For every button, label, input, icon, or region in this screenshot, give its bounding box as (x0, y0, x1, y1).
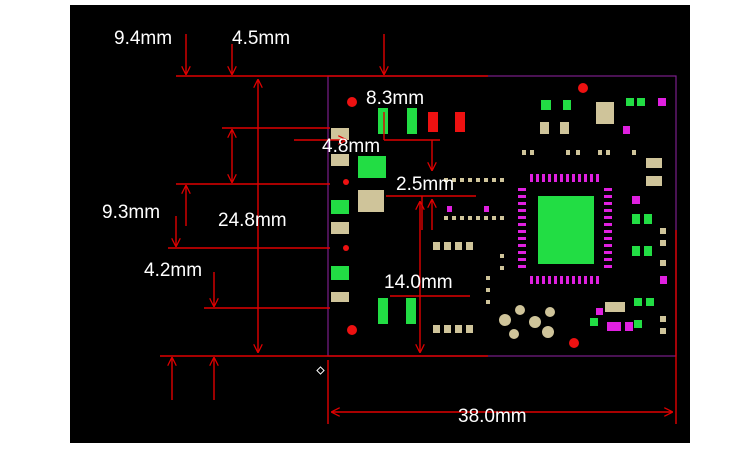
ic-pin-row-bottom (530, 276, 599, 284)
drawing-canvas (70, 5, 690, 443)
component-footprints (331, 83, 667, 348)
dim-label-9-4: 9.4mm (114, 28, 172, 49)
dimension-labels: 9.4mm 4.5mm 8.3mm 4.8mm 2.5mm 9.3mm 24.8… (102, 28, 527, 427)
dim-label-14-0: 14.0mm (384, 272, 453, 293)
ic-pin-col-right (604, 188, 612, 268)
dim-label-9-3: 9.3mm (102, 202, 160, 223)
ic-pin-col-left (518, 188, 526, 268)
origin-marker (316, 366, 325, 375)
ic-pin-row-top (530, 174, 599, 182)
dim-label-38-0: 38.0mm (458, 406, 527, 427)
dim-label-4-5: 4.5mm (232, 28, 290, 49)
dim-label-4-2: 4.2mm (144, 260, 202, 281)
dimension-lines (160, 34, 677, 424)
dim-label-4-8: 4.8mm (322, 136, 380, 157)
dim-label-8-3: 8.3mm (366, 88, 424, 109)
dim-label-24-8: 24.8mm (218, 210, 287, 231)
dim-label-2-5: 2.5mm (396, 174, 454, 195)
main-ic-pad (538, 196, 594, 264)
board-outline (327, 75, 677, 357)
